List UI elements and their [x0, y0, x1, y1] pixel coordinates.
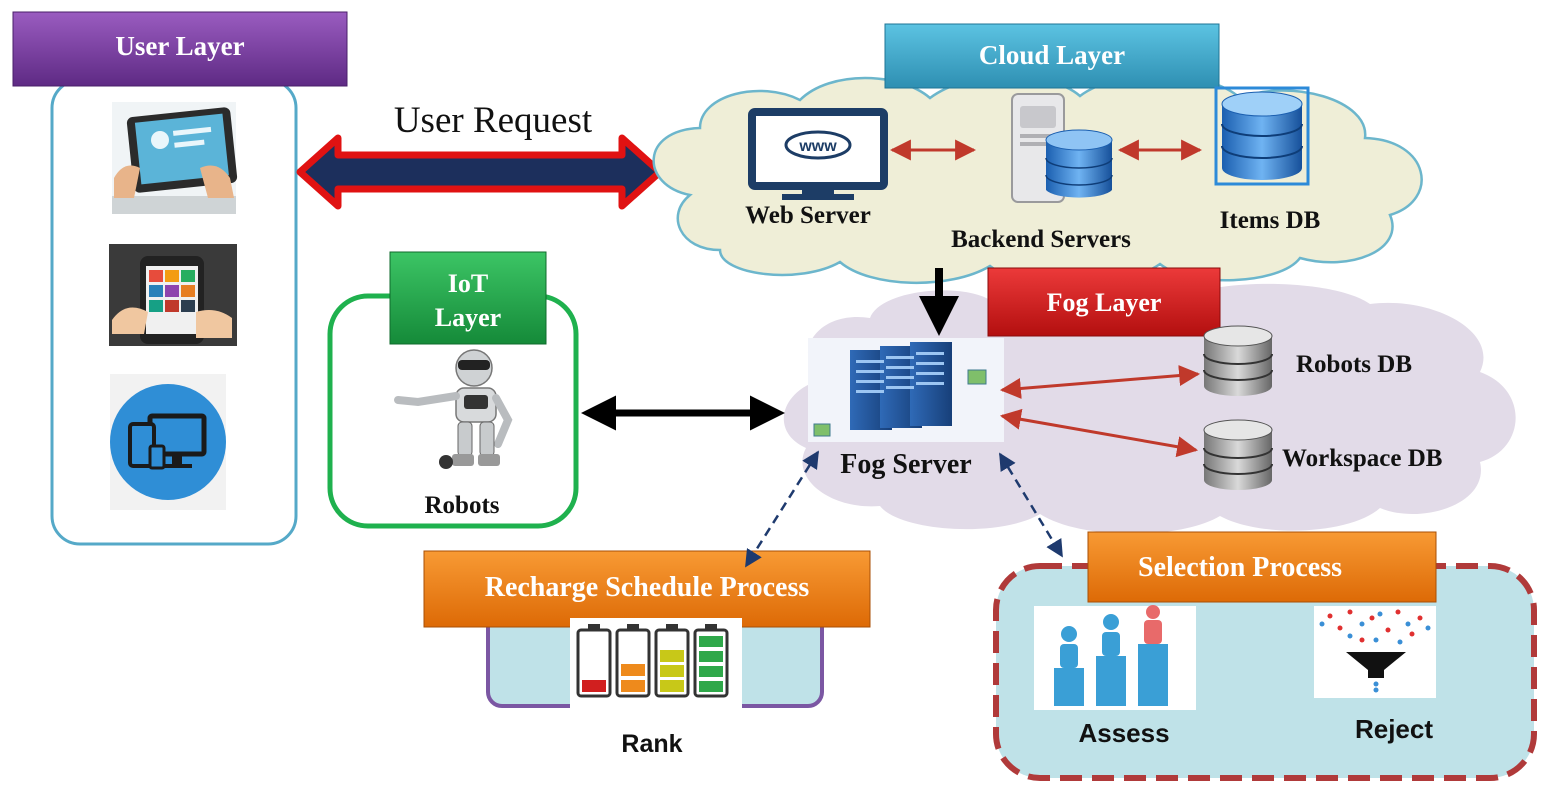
assess-icon: [1034, 605, 1196, 710]
www-text: www: [798, 138, 837, 155]
smartphone-icon: [109, 244, 237, 346]
recharge-process: Recharge Schedule Process Rank: [423, 550, 871, 758]
workspace-db-label: Workspace DB: [1282, 445, 1442, 472]
reject-icon: [1314, 606, 1436, 698]
tablet-icon: [112, 102, 238, 214]
selection-title: Selection Process: [1138, 552, 1342, 583]
user-request-arrow: [296, 134, 664, 210]
robots-label: Robots: [424, 492, 499, 519]
iot-layer-title-line1: IoT: [448, 269, 488, 298]
iot-layer: IoT Layer Robots: [327, 251, 579, 529]
items-db-label: Items DB: [1220, 207, 1321, 234]
fog-layer-header: [987, 267, 1221, 337]
fog-server-label: Fog Server: [840, 449, 971, 480]
reject-label: Reject: [1355, 714, 1433, 744]
arrow-fog-workspacedb: [999, 408, 1199, 458]
user-layer-header: [12, 11, 348, 87]
web-server-icon: www: [748, 108, 888, 200]
robots-db-label: Robots DB: [1296, 351, 1412, 378]
arrow-fog-robotsdb: [999, 365, 1201, 399]
cloud-layer-header: [884, 23, 1220, 89]
arrow-fog-recharge: [744, 450, 820, 568]
user-request-label: User Request: [394, 100, 593, 141]
assess-label: Assess: [1078, 718, 1169, 748]
fog-layer: Fog Layer Fog Server Robots DB: [783, 267, 1516, 534]
iot-layer-title-line2: Layer: [435, 303, 501, 332]
rank-label: Rank: [621, 730, 682, 758]
cloud-layer-title: Cloud Layer: [979, 40, 1125, 70]
user-layer-title: User Layer: [115, 31, 244, 61]
battery-levels-icon: [570, 618, 742, 710]
fog-server-icon: [808, 338, 1004, 442]
arrow-fog-selection: [998, 452, 1064, 558]
selection-header: [1087, 531, 1437, 603]
robot-icon: [394, 349, 513, 469]
devices-icon: [110, 374, 226, 510]
backend-server-icon: [1011, 93, 1113, 203]
iot-layer-header: [389, 251, 547, 345]
items-db-icon: [1214, 86, 1310, 186]
cloud-layer: Cloud Layer www Web Server Backend Serve…: [652, 23, 1423, 286]
user-layer: User Layer: [12, 11, 348, 546]
web-server-label: Web Server: [745, 202, 871, 229]
workspace-db-icon: [1203, 419, 1273, 490]
robots-db-icon: [1203, 325, 1273, 396]
fog-layer-title: Fog Layer: [1047, 288, 1162, 317]
selection-process: Selection Process Assess Reject: [993, 531, 1537, 781]
backend-servers-label: Backend Servers: [951, 226, 1131, 253]
recharge-title: Recharge Schedule Process: [485, 572, 810, 603]
